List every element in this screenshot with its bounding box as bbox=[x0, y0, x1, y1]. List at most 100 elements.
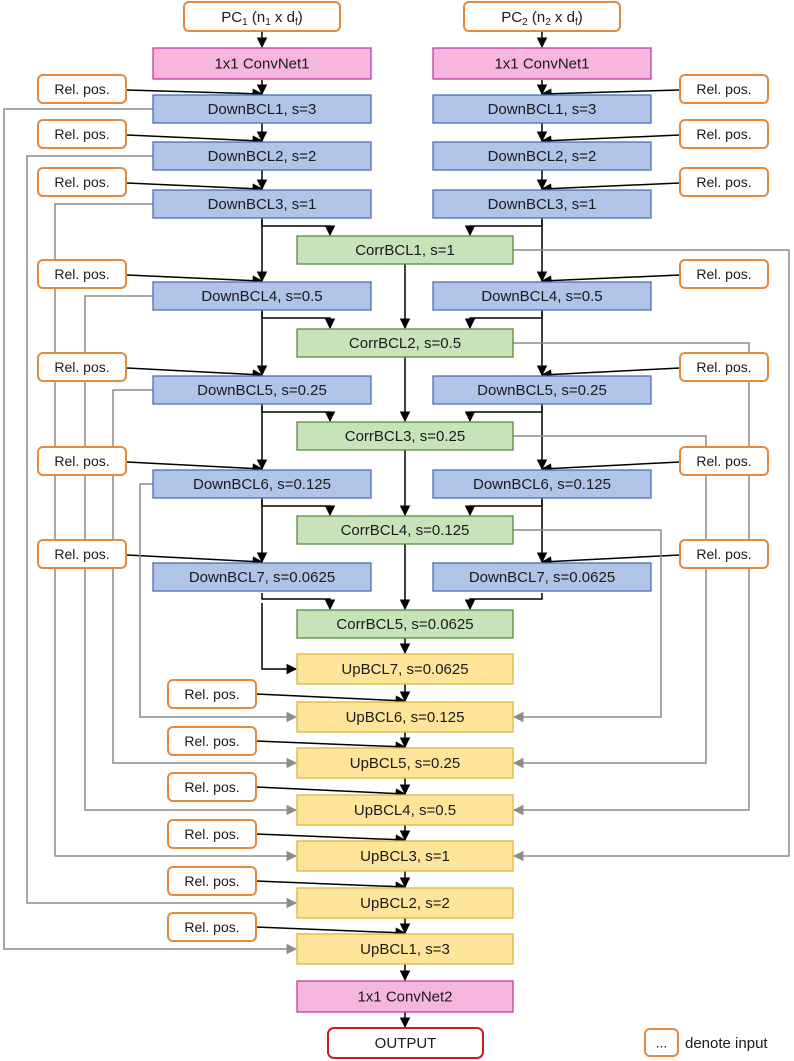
relpos-left-7: Rel. pos. bbox=[37, 539, 127, 569]
corr-2-label: CorrBCL2, s=0.5 bbox=[349, 335, 461, 352]
edge-relpos-left-5 bbox=[125, 367, 264, 380]
relpos-left-2-shape bbox=[37, 119, 127, 149]
down-left-2-label: DownBCL2, s=2 bbox=[208, 148, 317, 165]
input-pc1-sub2: 1 bbox=[265, 17, 271, 28]
relpos-left-4: Rel. pos. bbox=[37, 259, 127, 289]
relpos-right-7: Rel. pos. bbox=[679, 539, 769, 569]
edge-downr6-corr4 bbox=[464, 500, 543, 517]
down-left-7: DownBCL7, s=0.0625 bbox=[152, 562, 372, 592]
down-left-5-label: DownBCL5, s=0.25 bbox=[197, 382, 327, 399]
input-pc1-shape bbox=[183, 1, 341, 32]
relpos-left-3-label: Rel. pos. bbox=[54, 174, 109, 190]
conv2-label: 1x1 ConvNet2 bbox=[357, 989, 452, 1006]
output-label: OUTPUT bbox=[375, 1035, 437, 1052]
up-6-label: UpBCL1, s=3 bbox=[360, 941, 450, 958]
output-shape bbox=[327, 1027, 484, 1059]
up-1-label: UpBCL6, s=0.125 bbox=[346, 709, 465, 726]
down-right-4-shape bbox=[432, 281, 652, 311]
edge-skip-corr3-up bbox=[512, 435, 707, 769]
down-right-6: DownBCL6, s=0.125 bbox=[432, 469, 652, 499]
down-left-4: DownBCL4, s=0.5 bbox=[152, 281, 372, 311]
edge-skip-down1-up bbox=[3, 108, 298, 955]
relpos-right-4-label: Rel. pos. bbox=[696, 266, 751, 282]
down-left-1-label: DownBCL1, s=3 bbox=[208, 101, 317, 118]
relpos-right-5: Rel. pos. bbox=[679, 352, 769, 382]
relpos-right-1-label: Rel. pos. bbox=[696, 81, 751, 97]
down-right-1-shape bbox=[432, 94, 652, 124]
down-left-1: DownBCL1, s=3 bbox=[152, 94, 372, 124]
relpos-left-5-label: Rel. pos. bbox=[54, 359, 109, 375]
conv1-left-shape bbox=[152, 47, 372, 80]
relpos-left-3: Rel. pos. bbox=[37, 167, 127, 197]
relpos-up-1-label: Rel. pos. bbox=[184, 686, 239, 702]
relpos-up-6: Rel. pos. bbox=[167, 912, 257, 942]
down-left-4-shape bbox=[152, 281, 372, 311]
edge-relpos-right-7 bbox=[540, 554, 681, 567]
down-left-2-shape bbox=[152, 141, 372, 171]
relpos-right-5-label: Rel. pos. bbox=[696, 359, 751, 375]
conv1-right-shape bbox=[432, 47, 652, 80]
relpos-right-3-shape bbox=[679, 167, 769, 197]
edge-downr4-corr2 bbox=[464, 312, 543, 330]
relpos-right-6-shape bbox=[679, 446, 769, 476]
input-pc2-label: PC2 (n2 x df) bbox=[501, 9, 582, 28]
up-2-label: UpBCL5, s=0.25 bbox=[350, 755, 461, 772]
relpos-right-2-label: Rel. pos. bbox=[696, 126, 751, 142]
relpos-up-2-label: Rel. pos. bbox=[184, 733, 239, 749]
relpos-left-7-shape bbox=[37, 539, 127, 569]
input-pc1-label: PC1 (n1 x df) bbox=[221, 9, 302, 28]
edge-relpos-left-1 bbox=[125, 88, 264, 99]
conv1-right-label: 1x1 ConvNet1 bbox=[494, 56, 589, 73]
input-pc1-tail2: ) bbox=[298, 9, 303, 26]
output: OUTPUT bbox=[327, 1027, 484, 1059]
relpos-right-4-shape bbox=[679, 259, 769, 289]
legend-input-box: ... bbox=[644, 1028, 679, 1057]
legend-text: denote input bbox=[685, 1035, 768, 1052]
conv1-left-label: 1x1 ConvNet1 bbox=[214, 56, 309, 73]
down-right-3-label: DownBCL3, s=1 bbox=[488, 196, 597, 213]
up-4: UpBCL3, s=1 bbox=[296, 840, 514, 872]
relpos-right-6-label: Rel. pos. bbox=[696, 453, 751, 469]
relpos-up-5-label: Rel. pos. bbox=[184, 873, 239, 889]
up-1-shape bbox=[296, 701, 514, 733]
input-pc1-sub1: 1 bbox=[242, 17, 248, 28]
relpos-left-3-shape bbox=[37, 167, 127, 197]
edge-skip-down5-up bbox=[112, 389, 298, 769]
corr-4-label: CorrBCL4, s=0.125 bbox=[341, 522, 470, 539]
edge-downr3-corr1 bbox=[464, 220, 543, 237]
edge-skip-corr2-up bbox=[512, 342, 750, 816]
corr-3: CorrBCL3, s=0.25 bbox=[296, 421, 514, 451]
relpos-right-2-shape bbox=[679, 119, 769, 149]
edge-relpos-up-3 bbox=[255, 786, 407, 799]
relpos-right-2: Rel. pos. bbox=[679, 119, 769, 149]
relpos-left-2-label: Rel. pos. bbox=[54, 126, 109, 142]
input-pc2-sub1: 2 bbox=[522, 17, 528, 28]
down-right-6-shape bbox=[432, 469, 652, 499]
up-0-label: UpBCL7, s=0.0625 bbox=[341, 661, 468, 678]
down-right-7-shape bbox=[432, 562, 652, 592]
down-right-4-label: DownBCL4, s=0.5 bbox=[481, 288, 602, 305]
down-right-7-label: DownBCL7, s=0.0625 bbox=[469, 569, 615, 586]
down-left-7-shape bbox=[152, 562, 372, 592]
up-3: UpBCL4, s=0.5 bbox=[296, 794, 514, 826]
relpos-up-3-shape bbox=[167, 772, 257, 802]
relpos-left-2: Rel. pos. bbox=[37, 119, 127, 149]
down-right-3-shape bbox=[432, 189, 652, 219]
relpos-up-6-label: Rel. pos. bbox=[184, 919, 239, 935]
edge-downl4-corr2 bbox=[261, 312, 336, 330]
down-left-6: DownBCL6, s=0.125 bbox=[152, 469, 372, 499]
down-right-6-label: DownBCL6, s=0.125 bbox=[473, 476, 611, 493]
down-left-6-shape bbox=[152, 469, 372, 499]
down-right-1-label: DownBCL1, s=3 bbox=[488, 101, 597, 118]
blocks: PC1 (n1 x df) PC2 (n2 x df) 1x1 ConvNet1 1x… bbox=[37, 1, 769, 1059]
edge-skip-down6-up bbox=[139, 483, 298, 723]
relpos-right-3-label: Rel. pos. bbox=[696, 174, 751, 190]
relpos-up-3-label: Rel. pos. bbox=[184, 779, 239, 795]
edge-downl5-corr3 bbox=[261, 406, 336, 423]
conv1-left: 1x1 ConvNet1 bbox=[152, 47, 372, 80]
corr-1-label: CorrBCL1, s=1 bbox=[355, 242, 455, 259]
up-2-shape bbox=[296, 747, 514, 779]
relpos-up-5: Rel. pos. bbox=[167, 866, 257, 896]
relpos-up-1: Rel. pos. bbox=[167, 679, 257, 709]
input-pc2-sub3: f bbox=[575, 17, 578, 28]
